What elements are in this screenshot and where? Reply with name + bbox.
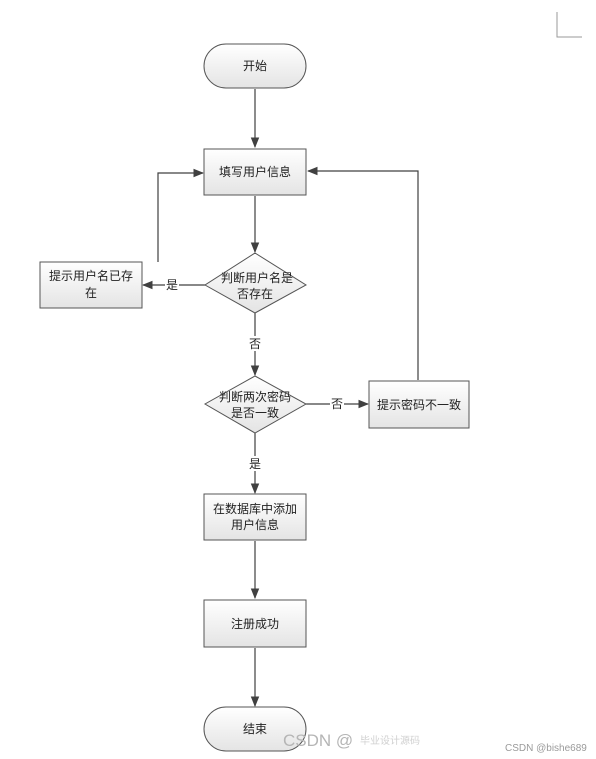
add-to-db-label-1: 在数据库中添加 [213, 501, 297, 516]
watermark-faded: 毕业设计源码 [360, 734, 420, 747]
username-exists-label-1: 提示用户名已存 [49, 268, 133, 283]
check-username-label-1: 判断用户名是 [221, 270, 293, 285]
check-password-label-2: 是否一致 [231, 406, 279, 420]
watermark: CSDN @ 毕业设计源码 CSDN @bishe689 [283, 731, 587, 754]
end-label: 结束 [243, 722, 267, 736]
register-success-node [203, 599, 307, 648]
edge-label-password-yes: 是 [249, 457, 261, 471]
password-mismatch-label: 提示密码不一致 [377, 397, 461, 412]
register-success-label: 注册成功 [231, 616, 279, 631]
check-username-label-2: 否存在 [237, 287, 273, 301]
edge-mismatch-back [306, 166, 419, 380]
password-mismatch-node [368, 380, 470, 429]
username-exists-label-2: 在 [85, 286, 97, 300]
check-password-decision [203, 375, 308, 434]
check-password-label-1: 判断两次密码 [219, 389, 291, 404]
add-to-db-node [203, 493, 307, 541]
watermark-main: CSDN @ [283, 731, 353, 750]
start-node [203, 43, 307, 89]
add-to-db-label-2: 用户信息 [231, 517, 279, 532]
fill-user-info-node [203, 148, 307, 196]
fill-user-info-label: 填写用户信息 [219, 164, 291, 179]
edge-label-password-no: 否 [331, 397, 343, 411]
edge-username-exists-back [157, 168, 205, 262]
username-exists-node [39, 261, 143, 309]
start-label: 开始 [243, 59, 267, 73]
check-username-decision [204, 252, 307, 314]
edge-label-username-yes: 是 [166, 278, 178, 292]
edge-label-username-no: 否 [249, 337, 261, 351]
page-corner-mark [556, 12, 582, 38]
watermark-credit: CSDN @bishe689 [505, 743, 587, 754]
end-node [203, 706, 307, 752]
